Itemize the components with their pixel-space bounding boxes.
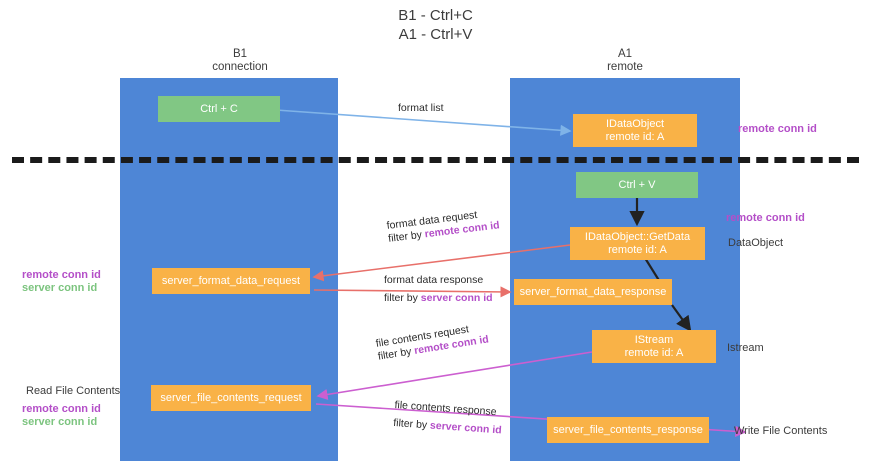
section-divider [12,157,859,163]
edge-fcres-prefix: filter by [392,416,431,432]
edge-label-file-contents-request: file contents request filter by remote c… [375,320,490,363]
node-sfcreq-label: server_file_contents_request [160,391,302,404]
edge-fdres-line1: format data response [384,274,484,286]
annotation-left-server-conn-id-2: server conn id [22,416,98,428]
annotation-right-dataobject: DataObject [728,237,784,249]
node-server-format-data-response[interactable]: server_format_data_response [514,279,672,305]
node-server-format-data-request[interactable]: server_format_data_request [152,268,310,294]
edge-format-list-line1: format list [398,102,444,114]
lane-b1-role: connection [212,61,268,73]
node-sfdres-label: server_format_data_response [519,285,667,298]
edge-fcres-line2: filter by server conn id [393,417,502,438]
annotation-right-istream: Istream [727,342,764,354]
annotation-right-remote-conn-id-top: remote conn id [738,123,817,135]
lane-a1-name: A1 [617,48,633,60]
node-ctrl-c-label: Ctrl + C [200,102,238,115]
node-istream-label: IStream [634,333,674,346]
lane-header-b1: B1 connection [140,48,340,74]
page-title: B1 - Ctrl+C A1 - Ctrl+V [0,6,871,44]
node-idataobject-getdata[interactable]: IDataObject::GetData remote id: A [570,227,705,260]
lane-b1-name: B1 [232,48,248,60]
edge-label-format-data-request: format data request filter by remote con… [386,206,500,245]
node-getdata-label: IDataObject::GetData [584,230,691,243]
edge-fcres-line1: file contents response [394,399,497,419]
node-server-file-contents-request[interactable]: server_file_contents_request [151,385,311,411]
node-ctrl-v-label: Ctrl + V [618,178,656,191]
node-sfdreq-label: server_format_data_request [161,274,301,287]
annotation-right-write-file-contents: Write File Contents [734,425,828,437]
node-idataobject-label: IDataObject [605,117,665,130]
annotation-right-remote-conn-id-mid: remote conn id [726,212,805,224]
node-server-file-contents-response[interactable]: server_file_contents_response [547,417,709,443]
node-getdata-sublabel: remote id: A [608,243,667,256]
lane-header-a1: A1 remote [525,48,725,74]
node-idataobject[interactable]: IDataObject remote id: A [573,114,697,147]
edge-fdres-line2: filter by server conn id [384,292,493,305]
lane-a1-role: remote [607,61,643,73]
node-sfcres-label: server_file_contents_response [553,423,703,436]
annotation-left-remote-conn-id-2: remote conn id [22,403,101,415]
edge-fdres-key: server conn id [420,292,493,304]
node-idataobject-sublabel: remote id: A [605,130,665,143]
annotation-left-server-conn-id-1: server conn id [22,282,98,294]
node-istream-sublabel: remote id: A [624,346,684,359]
node-ctrl-c[interactable]: Ctrl + C [158,96,280,122]
annotation-left-read-file-contents: Read File Contents [26,385,121,397]
edge-fdres-prefix: filter by [384,292,421,304]
edge-fcres-key: server conn id [429,419,503,437]
edge-label-format-data-response: format data response filter by server co… [384,274,493,305]
node-istream[interactable]: IStream remote id: A [592,330,716,363]
annotation-left-remote-conn-id-1: remote conn id [22,269,101,281]
title-line-2: A1 - Ctrl+V [398,26,473,43]
title-line-1: B1 - Ctrl+C [398,7,473,24]
edge-label-format-list: format list [398,102,444,115]
edge-label-file-contents-response: file contents response filter by server … [393,399,503,437]
node-ctrl-v[interactable]: Ctrl + V [576,172,698,198]
